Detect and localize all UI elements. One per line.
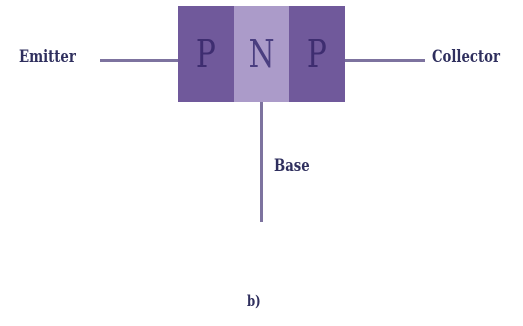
n-region-base: N	[234, 6, 289, 102]
base-label: Base	[274, 156, 310, 176]
region-letter: N	[248, 32, 275, 76]
base-lead	[260, 102, 263, 222]
region-letter: P	[307, 32, 327, 76]
figure-caption: b)	[247, 292, 261, 310]
emitter-lead	[100, 59, 178, 62]
p-region-collector: P	[289, 6, 345, 102]
p-region-emitter: P	[178, 6, 234, 102]
emitter-label: Emitter	[19, 47, 76, 67]
region-letter: P	[196, 32, 216, 76]
collector-label: Collector	[432, 47, 500, 67]
collector-lead	[345, 59, 425, 62]
